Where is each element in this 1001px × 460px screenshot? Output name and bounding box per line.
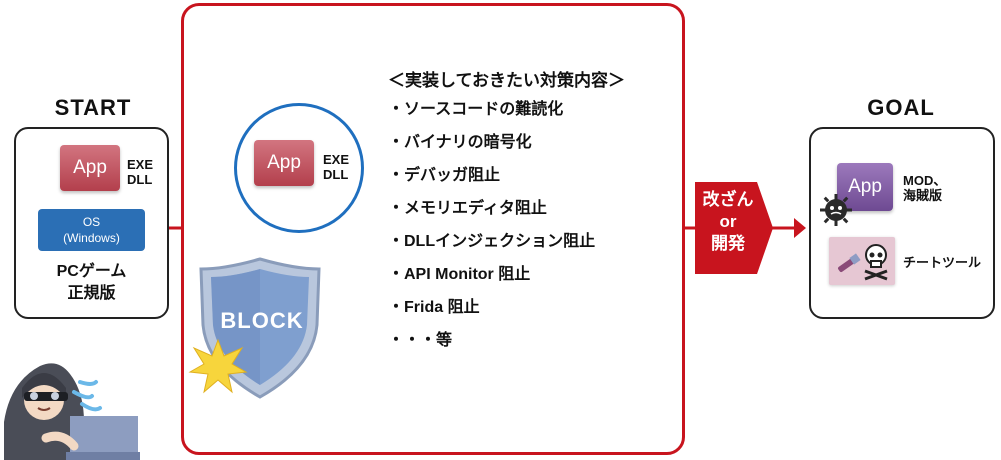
skull-icon — [864, 244, 888, 281]
start-caption: PCゲーム 正規版 — [16, 261, 167, 305]
start-caption-line1: PCゲーム — [56, 263, 127, 280]
countermeasure-list: ・ソースコードの難読化 ・バイナリの暗号化 ・デバッガ阻止 ・メモリエディタ阻止… — [388, 93, 595, 357]
start-exe-dll: EXE DLL — [127, 157, 153, 187]
center-app-label: App — [267, 152, 301, 173]
cheat-tool-tile — [829, 237, 895, 285]
tool-icon — [838, 253, 861, 272]
tamper-label-line3: 開発 — [711, 234, 745, 253]
goal-box: App MOD、 海賊版 チートツール — [809, 127, 995, 319]
tamper-arrow — [695, 182, 773, 274]
start-dll-label: DLL — [127, 172, 153, 187]
list-item: ・メモリエディタ阻止 — [388, 200, 547, 217]
hacker-icon — [4, 363, 140, 460]
tamper-label-line2: or — [719, 212, 737, 231]
virus-icon — [820, 194, 852, 226]
cheat-tool-label: チートツール — [903, 255, 982, 270]
os-windows-label: (Windows) — [63, 231, 120, 245]
center-app-tile: App — [254, 140, 314, 186]
mod-label-line1: MOD、 — [903, 173, 947, 188]
start-heading: START — [54, 95, 132, 120]
countermeasure-list-title: ＜実装しておきたい対策内容＞ — [388, 71, 625, 90]
goal-app-label: App — [848, 176, 882, 197]
list-item: ・ソースコードの難読化 — [388, 101, 564, 118]
list-item: ・Frida 阻止 — [388, 299, 480, 316]
list-item: ・バイナリの暗号化 — [388, 134, 532, 151]
list-item: ・DLLインジェクション阻止 — [388, 233, 596, 250]
goal-mod-label: MOD、 海賊版 — [903, 173, 946, 203]
list-item: ・・・等 — [388, 332, 453, 349]
center-dll-label: DLL — [323, 167, 349, 182]
os-label: OS — [82, 215, 101, 229]
os-badge: OS (Windows) — [38, 209, 145, 251]
center-exe-label: EXE — [323, 152, 350, 167]
start-app-tile: App — [60, 145, 120, 191]
start-app-label: App — [73, 157, 107, 178]
center-exe-dll: EXE DLL — [323, 152, 349, 182]
goal-heading: GOAL — [867, 95, 935, 120]
start-exe-label: EXE — [127, 157, 154, 172]
burst-star-icon — [188, 338, 248, 394]
start-box: App EXE DLL OS (Windows) PCゲーム 正規版 — [14, 127, 169, 319]
tamper-label-line1: 改ざん — [702, 190, 754, 209]
tamper-arrow-label: 改ざん or 開発 — [695, 189, 761, 255]
mod-label-line2: 海賊版 — [903, 188, 943, 203]
list-item: ・デバッガ阻止 — [388, 167, 501, 184]
start-caption-line2: 正規版 — [67, 285, 116, 302]
block-label: BLOCK — [220, 308, 304, 333]
goal-app-tile: App — [837, 163, 893, 211]
list-item: ・API Monitor 阻止 — [388, 266, 531, 283]
